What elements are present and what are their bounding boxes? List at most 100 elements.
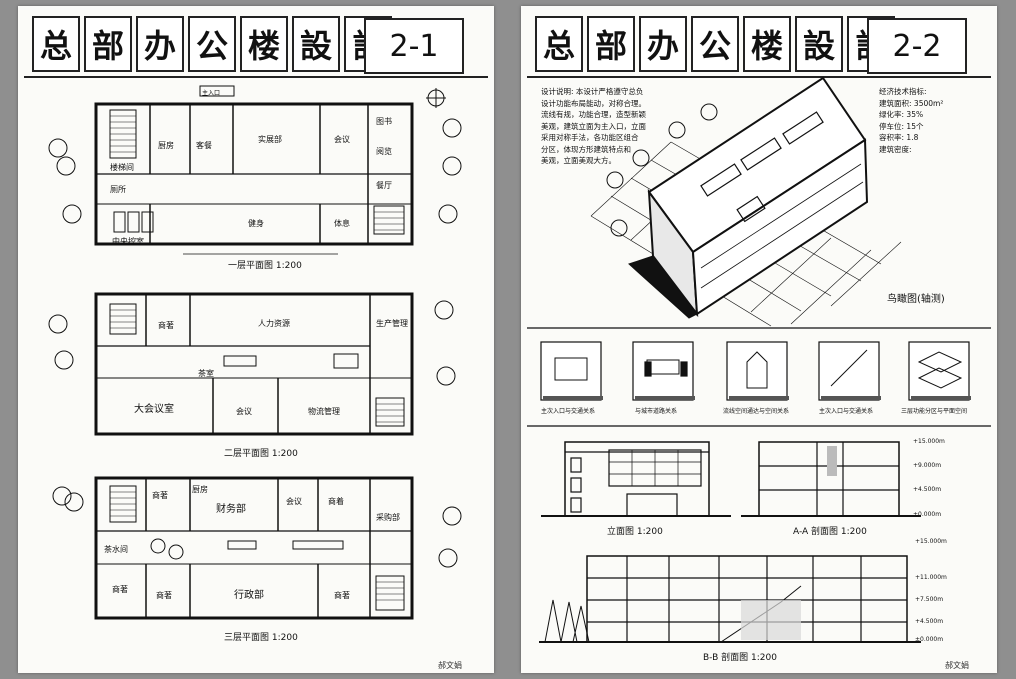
axon-building [628,76,869,319]
title-rule [24,76,488,78]
level-mark: +4.500m [913,486,942,493]
level-mark: +15.000m [915,538,947,545]
title-char: 总 [535,16,583,72]
tech-row: 绿化率: 35% [879,109,989,121]
tech-label: 停车位: [879,121,905,131]
axon-sections-drawing [527,76,991,643]
design-note-line: 设计功能布局能动，对称合理。 [541,98,646,108]
title-char: 公 [188,16,236,72]
tech-value: 35% [906,110,924,119]
title-char: 办 [639,16,687,72]
room-label: 茶水间 [104,545,128,554]
title-char: 公 [691,16,739,72]
design-note-line: 美观，立面美观大方。 [541,156,616,165]
title-char: 楼 [240,16,288,72]
floor-plans-drawing [48,85,462,620]
room-label: 厕所 [110,185,126,194]
title-char: 办 [136,16,184,72]
room-label: 商著 [112,585,128,594]
room-label: 健身 [248,219,264,228]
tech-label: 建筑密度: [879,144,912,154]
tech-row: 容积率: 1.8 [879,132,989,144]
level-mark: +11.000m [915,574,947,581]
room-label: 实展部 [258,135,282,144]
level-mark: +7.500m [915,596,944,603]
signature: 郝文娟 [945,661,969,670]
north-arrow [426,88,446,108]
analysis-caption: 主次入口与交通关系 [819,408,874,415]
axon-trees [606,103,718,237]
analysis-caption: 流线空间通达与空间关系 [723,408,790,415]
design-note-line: 设计说明: 本设计严格遵守总负 [541,87,644,96]
level-mark: ±0.000m [915,636,944,643]
tree-symbols [48,118,462,568]
room-label: 客餐 [196,141,212,150]
level-mark: +9.000m [913,462,942,469]
tech-value: 1.8 [906,133,919,142]
room-label: 会议 [334,135,350,144]
floor3-caption: 三层平面图 1:200 [224,633,298,643]
floor1-plan [94,85,414,255]
level-mark: ±0.000m [913,511,942,518]
room-label: 物流管理 [308,407,340,416]
room-label: 商著 [334,591,350,600]
level-mark: +15.000m [913,438,945,445]
analysis-caption: 三层功能分区与平面空间 [901,408,968,415]
tech-row: 停车位: 15个 [879,121,989,133]
sheet-title-bar: 总 部 办 公 楼 設 計 2-2 [527,12,991,78]
title-char: 設 [795,16,843,72]
analysis-diagrams [540,341,971,401]
room-label: 体息 [334,219,350,228]
front-elevation [541,441,731,517]
room-label: 行政部 [234,590,264,601]
tech-row: 建筑密度: [879,144,989,156]
design-note-line: 美观，建筑立面为主入口，立面 [541,121,646,131]
tech-label: 建筑面积: [879,98,912,108]
sheet-title-bar: 总 部 办 公 楼 設 計 2-1 [24,12,488,78]
title-char: 总 [32,16,80,72]
design-note-line: 流线有规，功能合理，造型新颖 [541,110,646,119]
room-label: 楼梯间 [110,163,134,172]
room-label: 商著 [156,591,172,600]
tech-value: 15个 [906,121,924,131]
title-char: 部 [587,16,635,72]
floor1-caption: 一层平面图 1:200 [228,261,302,271]
tech-label: 绿化率: [879,110,905,119]
room-label: 图书 [376,117,392,126]
room-label: 会议 [236,407,252,416]
room-label: 生产管理 [376,319,408,328]
floor2-plan [94,292,414,436]
elevation-caption: 立面图 1:200 [607,527,663,537]
room-label: 餐厅 [376,181,392,190]
design-note: 设计说明: 本设计严格遵守总负 设计功能布局能动，对称合理。 流线有规，功能合理… [541,86,681,167]
section-aa-caption: A-A 剖面图 1:200 [793,527,867,537]
room-label: 商著 [158,321,174,330]
sheet-2-2: 总 部 办 公 楼 設 計 2-2 [521,6,997,673]
entrance-label: 主入口 [202,90,221,97]
room-label: 商著 [152,491,168,500]
floor2-caption: 二层平面图 1:200 [224,449,298,459]
floor3-plan [94,476,414,620]
title-char: 楼 [743,16,791,72]
tech-indicators-title: 经济技术指标: [879,87,927,96]
section-aa [741,441,921,517]
room-label: 厨房 [158,141,174,150]
signature: 郝文娟 [438,661,462,670]
axon-caption: 鸟瞰图(轴测) [887,294,945,305]
section-bb-caption: B-B 剖面图 1:200 [703,653,777,663]
analysis-caption: 与城市道路关系 [635,408,678,415]
room-label: 人力资源 [258,319,290,328]
room-label: 阅览 [376,147,392,156]
title-char: 設 [292,16,340,72]
tech-row: 建筑面积: 3500m² [879,98,989,110]
room-label: 财务部 [216,504,246,515]
room-label: 茶室 [198,369,214,378]
room-label: 中央控室 [112,237,144,246]
room-label: 大会议室 [134,404,174,415]
title-char: 部 [84,16,132,72]
tech-indicators: 经济技术指标: 建筑面积: 3500m² 绿化率: 35% 停车位: 15个 容… [879,86,989,155]
room-label: 商着 [328,497,344,506]
level-mark: +4.500m [915,618,944,625]
title-rule [527,76,991,78]
analysis-caption: 主次入口与交通关系 [541,408,596,415]
